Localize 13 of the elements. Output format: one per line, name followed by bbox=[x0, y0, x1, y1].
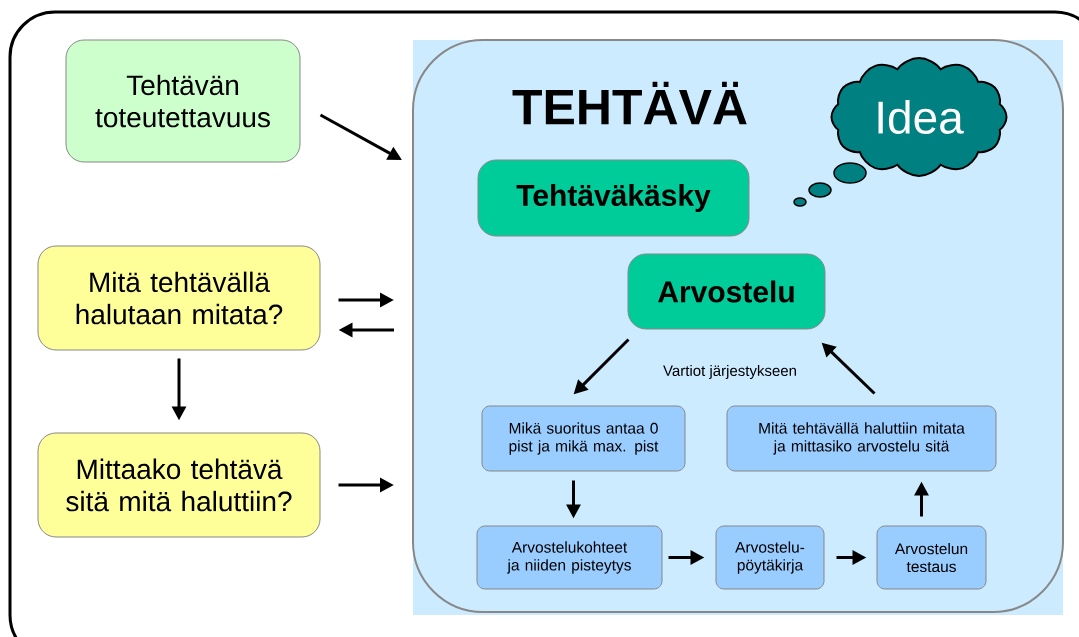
step-box: Arvostelun testaus bbox=[876, 525, 987, 590]
step-box: Arvostelukohteet ja niiden pisteytys bbox=[476, 525, 663, 590]
question-box: Mittaako tehtävä sitä mitä haluttiin? bbox=[37, 432, 321, 538]
process-box: Tehtäväkäsky bbox=[477, 159, 750, 237]
note-label: Vartiot järjestykseen bbox=[663, 365, 796, 379]
process-box: Arvostelu bbox=[627, 253, 826, 330]
title: TEHTÄVÄ bbox=[512, 81, 747, 125]
process-box: Tehtävän toteutettavuus bbox=[65, 39, 301, 163]
thought-cloud: Idea bbox=[793, 57, 1008, 207]
step-box: Arvostelu- pöytäkirja bbox=[715, 525, 825, 590]
step-box: Mikä suoritus antaa 0 pist ja mikä max. pist bbox=[481, 405, 686, 472]
step-box: Mitä tehtävällä haluttiin mitata ja mittasiko arvostelu sitä bbox=[726, 405, 997, 472]
question-box: Mitä tehtävällä halutaan mitata? bbox=[37, 245, 321, 351]
